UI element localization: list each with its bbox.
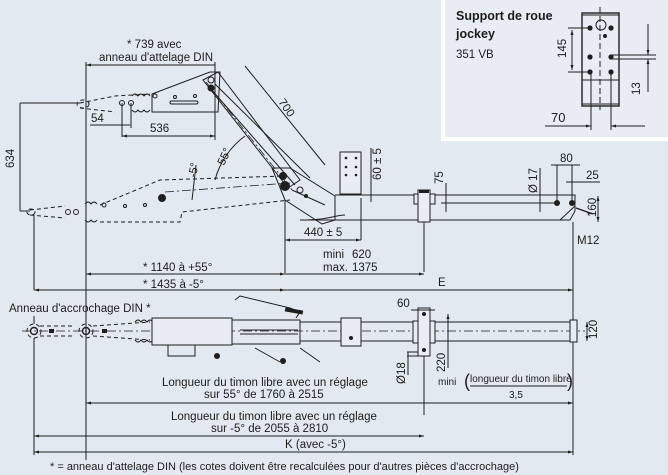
angle-arc-55: [214, 135, 246, 181]
bracket-block-top: [340, 317, 362, 347]
formula-denominator: 3,5: [509, 390, 523, 401]
dim-1140: * 1140 à +55°: [143, 262, 212, 274]
dim-536: 536: [150, 123, 169, 135]
length-55-line1: Longueur du timon libre avec un réglage: [162, 377, 368, 389]
handle-loop: [167, 345, 196, 357]
mini-value: 620: [352, 249, 371, 261]
ring-label: Anneau d'accrochage DIN *: [9, 303, 151, 315]
dim-634: 634: [5, 148, 17, 168]
inset-panel: [441, 0, 668, 141]
pivot-mechanism: [271, 167, 336, 225]
bracket-plate-side: [339, 151, 362, 195]
formula-paren-close: ): [567, 371, 573, 391]
formula-mini: mini: [438, 377, 456, 388]
dim-440pm5: 440 ± 5: [304, 227, 342, 239]
dim-75: 75: [434, 171, 446, 184]
dim-220: 220: [436, 353, 448, 372]
dim-700: 700: [276, 97, 297, 120]
dim-120: 120: [588, 320, 600, 339]
adjustment-arm: [202, 71, 311, 191]
formula-numerator: longueur du timon libre: [470, 374, 572, 385]
drawbar-tube-side: [299, 151, 594, 223]
dim-13: 13: [631, 82, 643, 95]
jockey-tube-stub: [417, 189, 431, 223]
length-m5-line1: Longueur du timon libre avec un réglage: [171, 411, 377, 423]
dim-160: 160: [587, 198, 599, 217]
angle-55: 55°: [216, 146, 234, 167]
dim-E: E: [438, 277, 446, 289]
inset-title-line1: Support de roue: [456, 9, 553, 23]
side-view: * 739 avec anneau d'attelage DIN 634 54: [5, 39, 600, 460]
coupling-housing: [151, 317, 233, 346]
footnote: * = anneau d'attelage DIN (les cotes doi…: [50, 461, 519, 473]
dim-1435: * 1435 à -5°: [143, 279, 204, 291]
note-739-line2: anneau d'attelage DIN: [99, 52, 213, 64]
dim-80: 80: [560, 153, 573, 165]
top-view: Anneau d'accrochage DIN * 60 120: [9, 295, 600, 455]
dim-60: 60: [397, 298, 410, 310]
tube-end-cap: [569, 319, 578, 343]
mini-label: mini: [323, 249, 344, 261]
drawbar-raised-position: [76, 71, 221, 113]
angle-marker-minus5: [191, 164, 197, 201]
dim-54: 54: [91, 113, 104, 125]
jockey-wheel-bracket-inset: Support de roue jockey 351 VB 145 13: [441, 0, 668, 141]
inset-title-line2: jockey: [455, 27, 495, 41]
lever-housing: [232, 319, 301, 345]
dim-145: 145: [557, 39, 569, 58]
angle-minus5: -5°: [187, 162, 201, 179]
drawbar-lowered-position: [26, 175, 291, 223]
inset-model: 351 VB: [456, 49, 494, 61]
thread-m12: M12: [577, 235, 599, 247]
dim-70: 70: [551, 110, 565, 125]
dim-60pm5: 60 ± 5: [372, 148, 384, 180]
dim-25: 25: [586, 170, 599, 182]
dim-K: K (avec -5°): [285, 439, 346, 451]
dim-d17: Ø 17: [528, 168, 540, 193]
max-value: 1375: [352, 262, 378, 274]
formula-paren-open: (: [464, 371, 470, 391]
max-label: max.: [323, 262, 348, 274]
note-739-line1: * 739 avec: [127, 39, 182, 51]
length-55-line2: sur 55° de 1760 à 2515: [204, 389, 324, 401]
dim-line-700: [244, 65, 326, 166]
dim-d18: Ø18: [396, 362, 408, 384]
hand-lever: [234, 295, 301, 319]
length-m5-line2: sur -5° de 2055 à 2810: [211, 423, 328, 435]
